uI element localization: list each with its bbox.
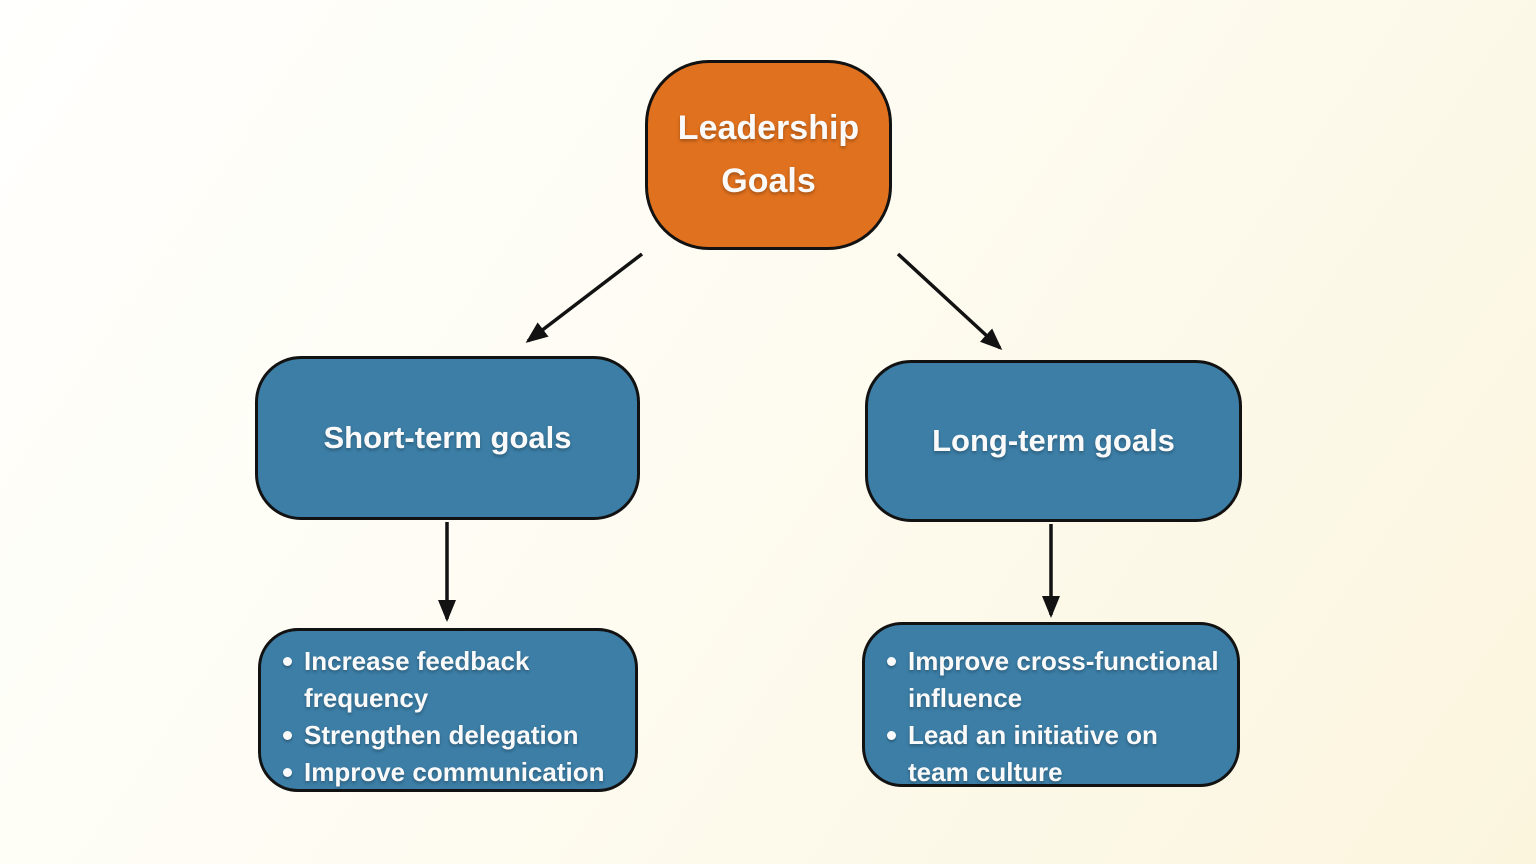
node-long-term-goals-label: Long-term goals	[932, 423, 1175, 458]
arrow-root-to-short	[525, 252, 644, 343]
node-short-term-items: Increase feedback frequency Strengthen d…	[258, 628, 638, 792]
list-item-text: Improve cross-functional influence	[908, 646, 1219, 713]
list-item-text: Increase feedback frequency	[304, 646, 530, 713]
list-item: Improve cross-functional influence	[887, 643, 1223, 717]
node-long-term-items: Improve cross-functional influence Lead …	[862, 622, 1240, 787]
node-leadership-goals: Leadership Goals	[645, 60, 892, 250]
bullet-icon	[887, 731, 896, 740]
node-leadership-goals-label: Leadership Goals	[677, 109, 860, 200]
short-term-items-list: Increase feedback frequency Strengthen d…	[283, 643, 617, 791]
list-item: Strengthen delegation	[283, 717, 617, 754]
list-item: Increase feedback frequency	[283, 643, 617, 717]
bullet-icon	[283, 657, 292, 666]
node-short-term-goals: Short-term goals	[255, 356, 640, 520]
list-item-text: Strengthen delegation	[304, 720, 579, 750]
list-item-text: Improve communication	[304, 757, 605, 787]
long-term-items-list: Improve cross-functional influence Lead …	[887, 643, 1223, 791]
bullet-icon	[887, 657, 896, 666]
node-short-term-goals-label: Short-term goals	[323, 420, 572, 455]
bullet-icon	[283, 731, 292, 740]
list-item: Lead an initiative on team culture	[887, 717, 1223, 791]
list-item: Improve communication	[283, 754, 617, 791]
list-item-text: Lead an initiative on team culture	[908, 720, 1158, 787]
bullet-icon	[283, 768, 292, 777]
node-long-term-goals: Long-term goals	[865, 360, 1242, 522]
arrow-root-to-long	[896, 252, 1003, 351]
